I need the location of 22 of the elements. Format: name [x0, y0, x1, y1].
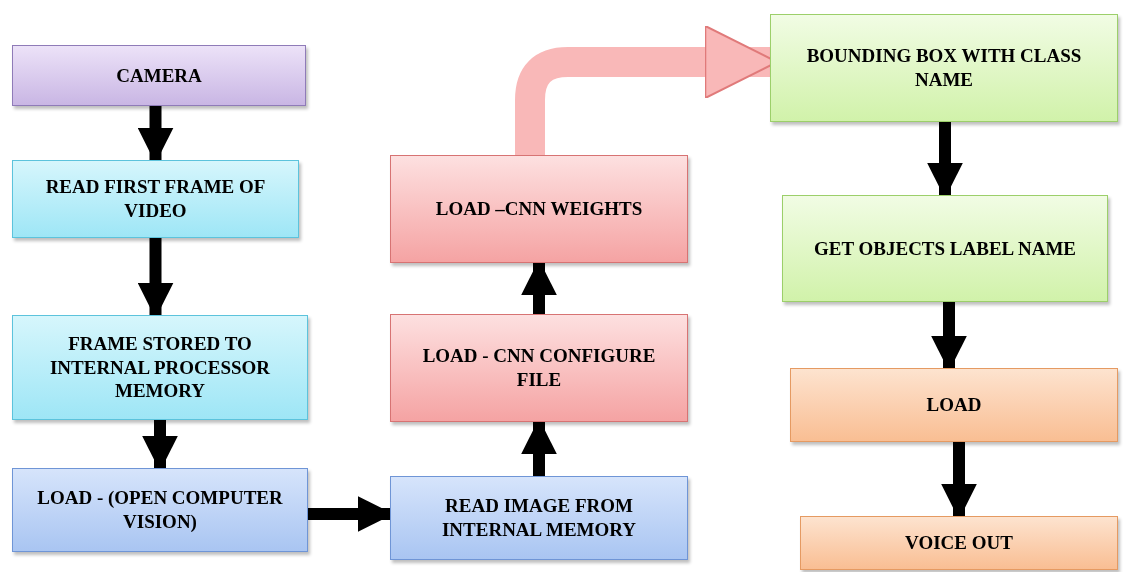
box-label: READ FIRST FRAME OF VIDEO — [44, 175, 267, 223]
box-label: LOAD — [926, 393, 982, 417]
process-box — [800, 516, 1118, 570]
process-box — [790, 368, 1118, 442]
box-label: GET OBJECTS LABEL NAME — [814, 236, 1076, 261]
process-box — [12, 468, 308, 552]
process-box — [390, 155, 688, 263]
box-label: LOAD - (OPEN COMPUTER VISION) — [36, 486, 284, 534]
box-label: READ IMAGE FROM INTERNAL MEMORY — [440, 494, 638, 542]
process-box — [12, 160, 299, 238]
box-label: FRAME STORED TO INTERNAL PROCESSOR MEMORY — [48, 331, 272, 404]
process-box — [12, 45, 306, 106]
process-box — [12, 315, 308, 420]
process-box — [390, 314, 688, 422]
box-label: VOICE OUT — [905, 531, 1013, 555]
box-label: LOAD –CNN WEIGHTS — [435, 197, 643, 221]
process-box — [390, 476, 688, 560]
box-label: BOUNDING BOX WITH CLASS NAME — [805, 44, 1083, 92]
box-label: CAMERA — [116, 63, 202, 88]
box-label: LOAD - CNN CONFIGURE FILE — [421, 344, 657, 392]
process-box — [782, 195, 1108, 302]
process-box — [770, 14, 1118, 122]
